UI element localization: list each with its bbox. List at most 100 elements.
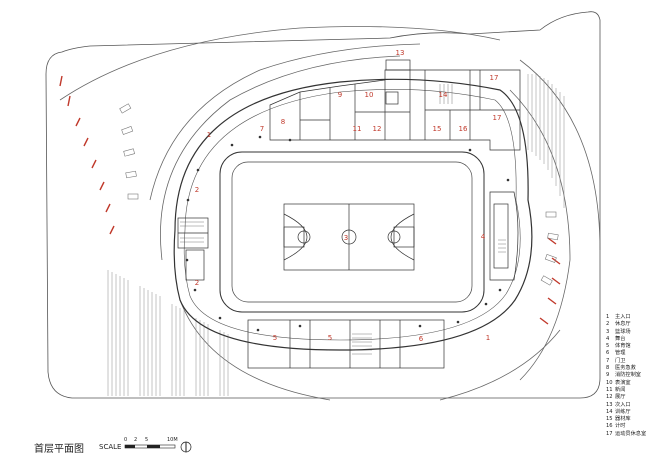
legend-item: 6 管理 bbox=[606, 350, 650, 357]
room-label-16: 16 bbox=[459, 125, 468, 133]
column-dots bbox=[185, 135, 510, 332]
scale-mark: 0 bbox=[124, 437, 128, 443]
legend-item-text: 体育馆 bbox=[615, 343, 631, 350]
legend-item-text: 医务急救 bbox=[615, 365, 636, 372]
legend-item-number: 14 bbox=[606, 408, 613, 415]
legend-item: 9 消防控制室 bbox=[606, 372, 650, 379]
legend-item-text: 器材库 bbox=[615, 416, 631, 423]
legend-item-number: 5 bbox=[606, 343, 610, 350]
bleacher-hatching-right bbox=[527, 74, 565, 208]
room-label-5: 5 bbox=[273, 334, 277, 342]
legend-item-text: 新闻 bbox=[615, 386, 626, 393]
legend-item-text: 消防控制室 bbox=[615, 372, 641, 379]
legend-item-text: 篮球场 bbox=[615, 328, 631, 335]
legend-item-number: 1 bbox=[606, 314, 610, 320]
site-boundary bbox=[45, 11, 601, 399]
south-wing-rooms bbox=[247, 319, 445, 369]
room-label-17: 17 bbox=[490, 74, 499, 82]
room-label-6: 6 bbox=[419, 335, 424, 343]
legend-item-text: 舞台 bbox=[615, 335, 626, 342]
room-label-15: 15 bbox=[433, 125, 442, 133]
legend-item: 1 主入口 bbox=[606, 314, 650, 321]
room-label-14: 14 bbox=[439, 91, 448, 99]
legend-item-text: 管理 bbox=[615, 350, 626, 357]
room-label-1: 1 bbox=[486, 334, 490, 342]
legend-item: 3 篮球场 bbox=[606, 329, 650, 336]
legend-item-text: 展厅 bbox=[615, 394, 626, 401]
building-inner-ring bbox=[183, 89, 521, 341]
legend-item-number: 13 bbox=[606, 401, 613, 408]
legend-item-text: 主入口 bbox=[615, 314, 631, 320]
north-arrow-icon bbox=[180, 441, 192, 453]
room-label-11: 11 bbox=[353, 125, 362, 133]
legend-item-number: 16 bbox=[606, 423, 613, 430]
scale-mark: 5 bbox=[145, 437, 149, 443]
arena-inner bbox=[231, 161, 473, 303]
building-outline bbox=[173, 78, 533, 351]
basketball-court bbox=[283, 203, 415, 271]
legend-item-number: 2 bbox=[606, 321, 610, 328]
scale-label: SCALE bbox=[99, 443, 122, 451]
room-label-10: 10 bbox=[365, 91, 374, 99]
legend-item: 5 体育馆 bbox=[606, 343, 650, 350]
legend-item-text: 计时 bbox=[615, 423, 626, 430]
legend-item-number: 17 bbox=[606, 430, 613, 437]
room-label-3: 3 bbox=[344, 234, 348, 242]
room-label-5: 5 bbox=[328, 334, 332, 342]
room-label-2: 2 bbox=[195, 186, 199, 194]
west-rooms bbox=[177, 217, 209, 281]
scale-mark: 10M bbox=[167, 437, 178, 443]
legend-item: 4 舞台 bbox=[606, 336, 650, 343]
room-label-2: 2 bbox=[195, 279, 199, 287]
east-stage bbox=[489, 191, 519, 281]
road-curves bbox=[59, 26, 601, 401]
room-label-13: 13 bbox=[396, 49, 405, 57]
room-label-17: 17 bbox=[493, 114, 502, 122]
legend-item-number: 6 bbox=[606, 350, 610, 357]
legend-item: 7 门卫 bbox=[606, 358, 650, 365]
legend-item-number: 9 bbox=[606, 372, 610, 379]
legend-item-number: 11 bbox=[606, 386, 613, 393]
room-numbers: 1 1 2 2 3 4 5 5 6 7 8 9 10 11 12 13 14 1… bbox=[195, 49, 502, 343]
legend-item-number: 15 bbox=[606, 416, 613, 423]
room-label-7: 7 bbox=[260, 125, 264, 133]
parking-stalls bbox=[119, 103, 559, 286]
room-label-12: 12 bbox=[373, 125, 382, 133]
room-label-4: 4 bbox=[481, 233, 486, 241]
stair-details bbox=[180, 84, 506, 355]
legend-item-number: 7 bbox=[606, 357, 610, 364]
bleacher-hatching-left bbox=[107, 270, 229, 396]
legend-item-number: 4 bbox=[606, 335, 610, 342]
legend-item-number: 12 bbox=[606, 394, 613, 401]
room-label-9: 9 bbox=[338, 91, 342, 99]
legend-item-text: 表演室 bbox=[615, 379, 631, 386]
legend-item-text: 门卫 bbox=[615, 357, 626, 364]
room-label-8: 8 bbox=[281, 118, 285, 126]
arena-outer bbox=[219, 151, 485, 313]
legend-item-text: 训练厅 bbox=[615, 408, 631, 415]
north-wing-rooms bbox=[269, 59, 521, 151]
room-label-1: 1 bbox=[207, 131, 211, 139]
legend-item-number: 3 bbox=[606, 328, 610, 335]
scale-bar bbox=[124, 444, 176, 449]
legend-item-text: 次入口 bbox=[615, 401, 631, 408]
legend-item-text: 运动员休息室 bbox=[615, 430, 647, 437]
scale-mark: 2 bbox=[134, 437, 138, 443]
parking-marks-right bbox=[539, 237, 561, 325]
drawing-title: 首层平面图 bbox=[34, 444, 84, 455]
scale-marks: 0 2 5 10M bbox=[124, 437, 184, 445]
legend-item: 2 休息厅 bbox=[606, 321, 650, 328]
legend-item-number: 10 bbox=[606, 379, 613, 386]
legend-item-text: 休息厅 bbox=[615, 321, 631, 328]
